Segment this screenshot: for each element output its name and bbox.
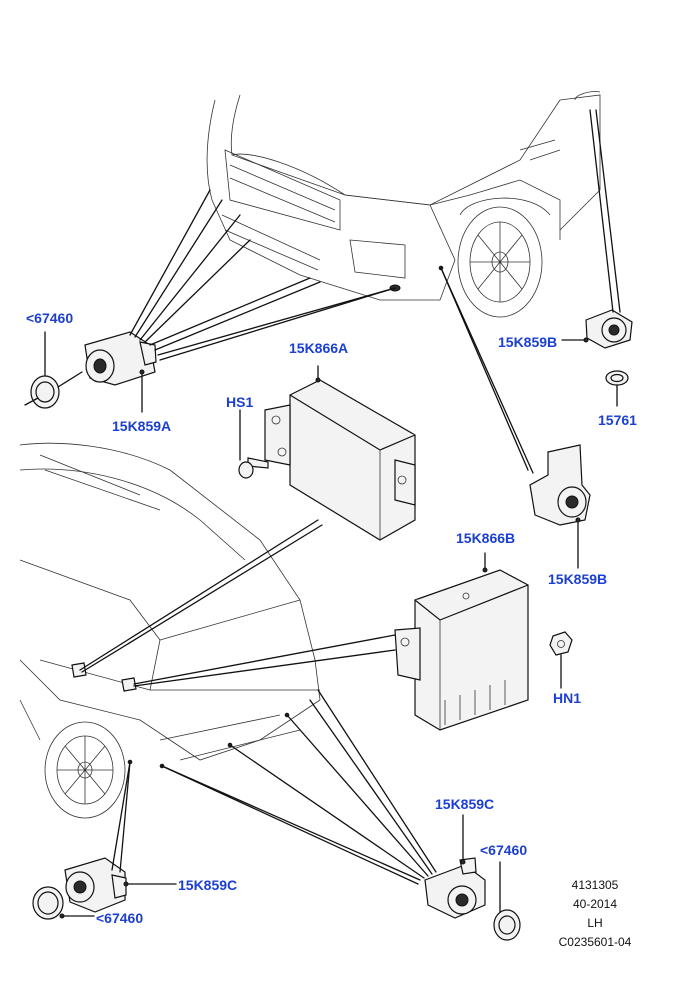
callout-15K866B[interactable]: 15K866B <box>456 530 516 546</box>
callout-15K859B-top[interactable]: 15K859B <box>498 334 558 350</box>
info-line-3: LH <box>587 916 603 930</box>
module-15K866B[interactable] <box>394 569 529 731</box>
callout-15761[interactable]: 15761 <box>598 412 637 428</box>
callout-67460-front[interactable]: <67460 <box>26 310 74 326</box>
sensor-15K859C-right[interactable] <box>424 857 486 919</box>
sensor-15K859A[interactable] <box>84 331 157 386</box>
callout-67460-right[interactable]: <67460 <box>480 842 528 858</box>
info-block: 4131305 40-2014 LH C0235601-04 <box>550 876 640 952</box>
module-15K866A[interactable] <box>264 379 416 541</box>
callout-15K859A[interactable]: 15K859A <box>112 418 172 434</box>
info-line-4: C0235601-04 <box>558 935 632 949</box>
callout-HS1[interactable]: HS1 <box>226 394 254 410</box>
sensor-15K859B-mid[interactable] <box>529 444 591 526</box>
front-car-illustration <box>206 91 601 318</box>
rear-car-illustration <box>19 442 321 819</box>
callout-15K859C-left[interactable]: 15K859C <box>178 877 238 893</box>
callout-67460-bottom[interactable]: <67460 <box>96 910 144 926</box>
sensor-15K859B-top[interactable] <box>585 309 633 349</box>
info-line-2: 40-2014 <box>572 897 618 911</box>
bezel-67460-front[interactable] <box>30 375 60 409</box>
sensor-15K859C-left[interactable] <box>64 857 127 913</box>
bezel-67460-right[interactable] <box>493 909 521 941</box>
screw-HS1[interactable] <box>238 457 269 479</box>
leader-lines <box>44 109 621 919</box>
info-line-1: 4131305 <box>571 878 619 892</box>
callout-15K859C-right[interactable]: 15K859C <box>435 796 495 812</box>
callout-HN1[interactable]: HN1 <box>553 690 582 706</box>
bezel-67460-bottom[interactable] <box>32 886 64 920</box>
bracket-15761[interactable] <box>605 370 629 386</box>
nut-HN1[interactable] <box>549 631 573 656</box>
callout-15K859B-mid[interactable]: 15K859B <box>548 571 608 587</box>
callout-15K866A[interactable]: 15K866A <box>289 340 349 356</box>
